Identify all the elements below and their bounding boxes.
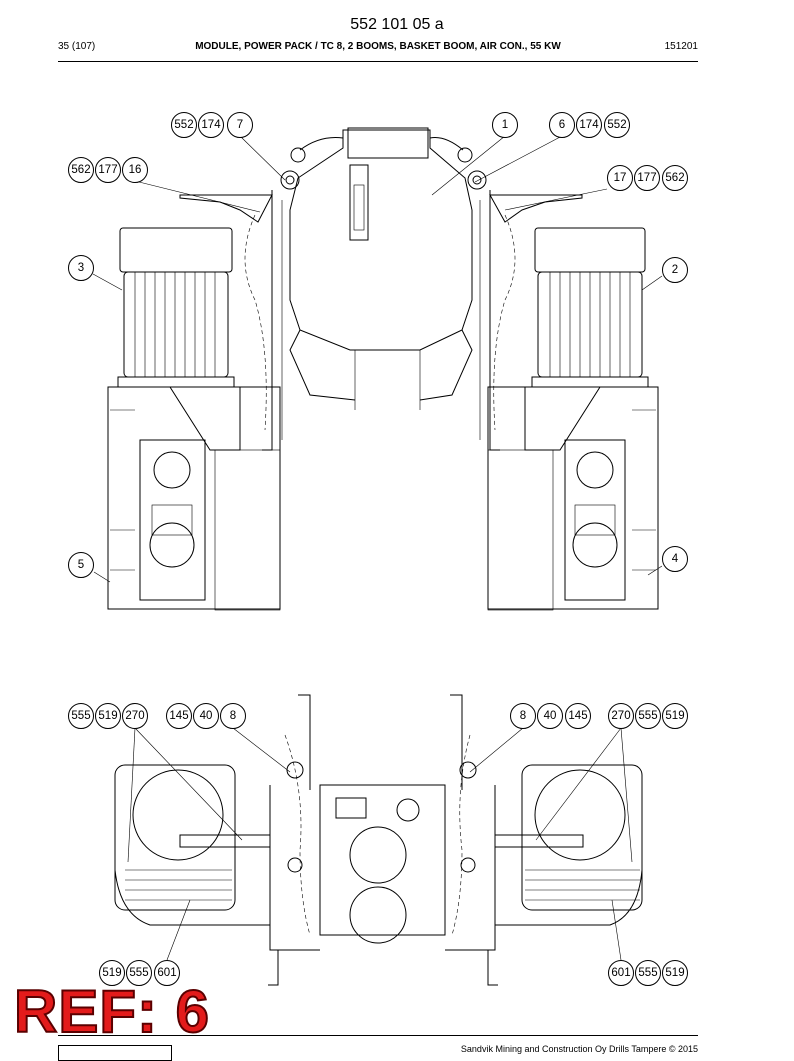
callout-label: 145 [169,710,188,722]
callout-label: 555 [71,710,90,722]
callout-bottom-right-a: 270 555 519 [608,703,688,729]
callout-label: 270 [125,710,144,722]
callout-label: 5 [78,559,84,571]
ref-stamp: REF: 6 [13,978,211,1045]
company-logo [58,1045,172,1061]
callout-label: 562 [71,164,90,176]
callout-label: 174 [201,119,221,131]
callout-label: 2 [672,264,678,276]
callout-right-pump: 4 [662,546,688,572]
callout-bottom-left-b: 145 40 8 [166,703,246,729]
footer-copyright: Sandvik Mining and Construction Oy Drill… [460,1044,698,1054]
callout-top-right-b: 17 177 562 [607,165,688,191]
page-number: 35 (107) [58,41,96,52]
callout-bottom-right-b: 8 40 145 [510,703,591,729]
callout-label: 562 [665,172,684,184]
callout-label: 8 [230,710,236,722]
callout-bottom-left-c: 519 555 601 [99,960,180,986]
callout-top-left-a: 552 174 7 [171,112,253,138]
callout-label: 40 [200,710,213,722]
callout-top-right-a: 6 174 552 [549,112,630,138]
callout-bottom-left-a: 555 519 270 [68,703,148,729]
callout-label: 519 [665,967,684,979]
callout-label: 6 [559,119,565,131]
callout-label: 3 [78,262,84,274]
page-title: MODULE, POWER PACK / TC 8, 2 BOOMS, BASK… [195,41,561,52]
bottom-view [114,694,643,986]
callout-label: 552 [174,119,193,131]
callout-label: 552 [607,119,626,131]
callout-label: 177 [98,164,117,176]
callout-right-motor: 2 [662,257,688,283]
callout-label: 555 [638,710,657,722]
footer-divider [58,1035,698,1036]
callouts: 552 174 7 1 6 174 552 562 177 16 17 177 … [68,112,688,986]
callout-label: 519 [98,710,117,722]
callout-label: 174 [579,119,599,131]
callout-label: 1 [502,119,508,131]
callout-bottom-right-c: 601 555 519 [608,960,688,986]
callout-label: 17 [614,172,627,184]
callout-top-left-b: 562 177 16 [68,157,148,183]
callout-label: 177 [637,172,656,184]
callout-label: 40 [544,710,557,722]
callout-label: 519 [102,967,121,979]
callout-label: 16 [129,164,142,176]
callout-label: 145 [568,710,587,722]
callout-left-pump: 5 [68,552,94,578]
callout-label: 519 [665,710,684,722]
callout-label: 601 [611,967,630,979]
leader-lines [92,135,663,961]
callout-top-center: 1 [492,112,518,138]
callout-left-motor: 3 [68,255,94,281]
callout-label: 555 [129,967,148,979]
callout-label: 601 [157,967,176,979]
top-view [107,127,659,611]
callout-label: 7 [237,119,243,131]
callout-label: 270 [611,710,630,722]
document-number: 552 101 05 a [350,16,444,33]
callout-label: 555 [638,967,657,979]
callout-label: 4 [672,553,679,565]
header-divider [58,61,698,62]
document-code: 151201 [664,41,698,52]
callout-label: 8 [520,710,526,722]
